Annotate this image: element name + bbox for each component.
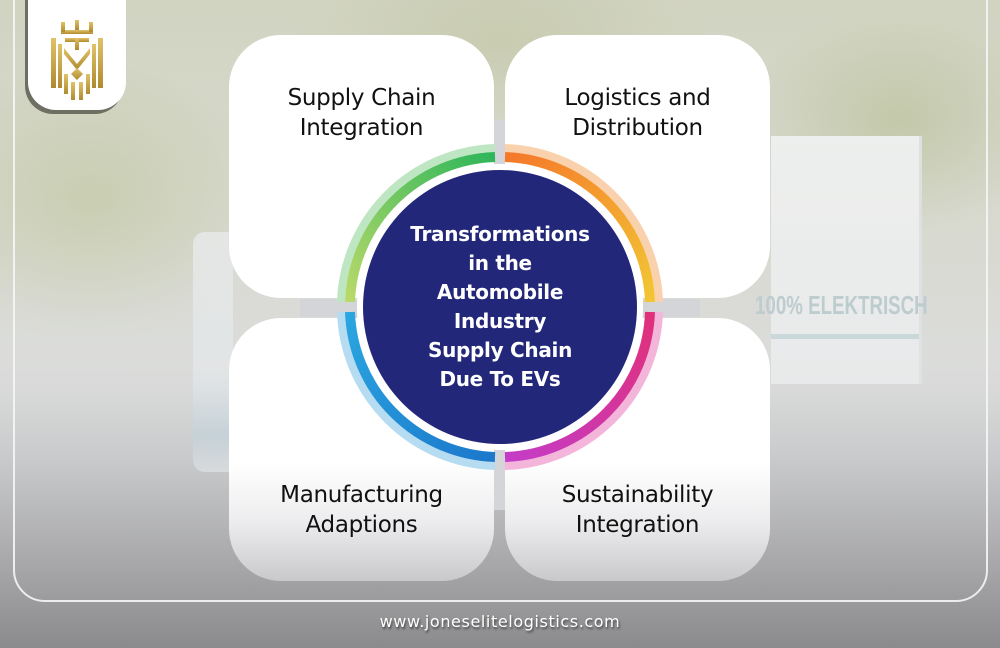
content-frame — [13, 0, 988, 602]
lion-crown-icon — [51, 20, 103, 100]
truck-box-image — [771, 136, 922, 384]
ring-segment-bottom-right-light — [504, 311, 663, 470]
truck-stripe — [771, 334, 919, 339]
ring-segment-top-left — [345, 152, 496, 303]
hub-title: Transformations in the Automobile Indust… — [410, 222, 590, 391]
truck-label: 100% ELEKTRISCH — [755, 290, 928, 321]
truck-cab-image — [193, 232, 233, 472]
ring-segment-top-left-light — [337, 144, 496, 303]
ring-segment-top-right-light — [504, 144, 663, 303]
ring-segment-top-right — [504, 152, 655, 303]
center-hub: Transformations in the Automobile Indust… — [363, 170, 637, 444]
ring-segment-bottom-left-light — [337, 311, 496, 470]
logo-tab[interactable] — [28, 0, 126, 110]
card-label: Sustainability Integration — [561, 482, 714, 538]
website-url[interactable]: www.joneselitelogistics.com — [379, 612, 621, 631]
ring-segment-bottom-left — [345, 311, 496, 462]
card-label: Manufacturing Adaptions — [280, 482, 443, 538]
card-label: Logistics and Distribution — [564, 85, 711, 141]
card-label: Supply Chain Integration — [287, 85, 436, 141]
ring-segment-bottom-right — [504, 311, 655, 462]
